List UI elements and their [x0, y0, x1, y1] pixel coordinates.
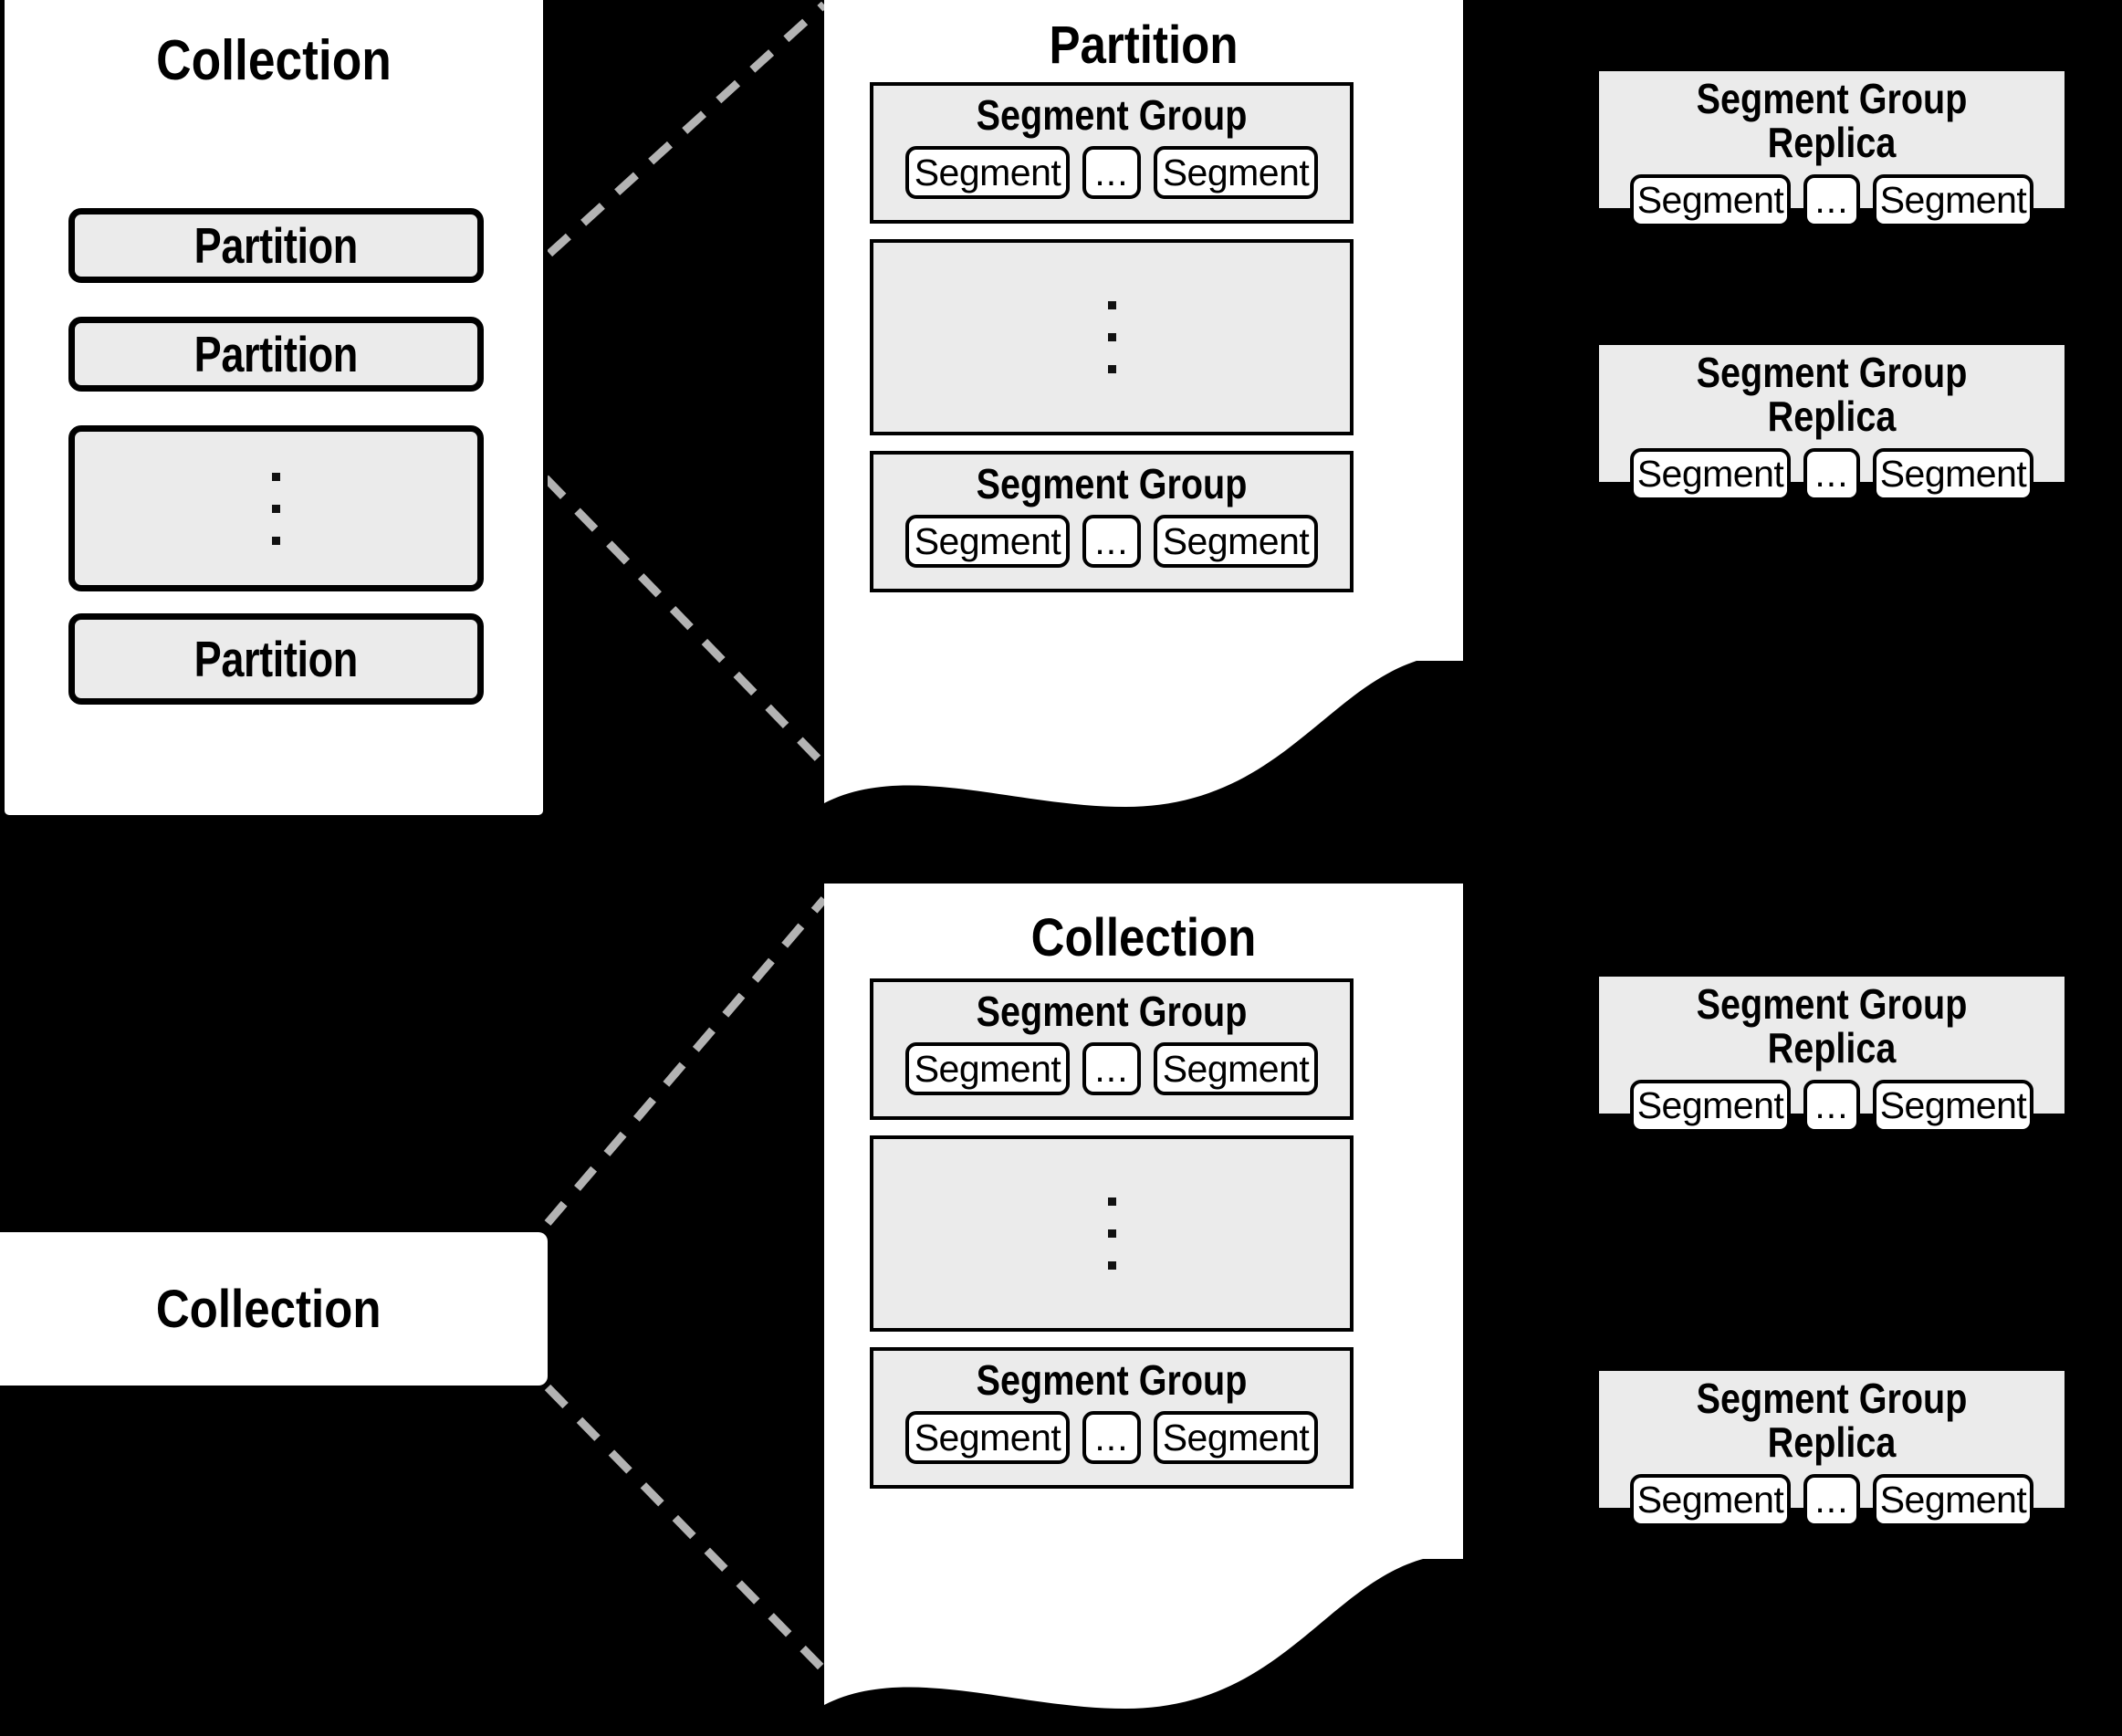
segment-ellipsis-box: ... — [1082, 1042, 1141, 1096]
segment-group-replica-title: Segment Group Replica — [1696, 1375, 1968, 1467]
segment-group-title: Segment Group — [976, 1356, 1248, 1404]
segment-group-replica-title: Segment Group Replica — [1696, 75, 1968, 167]
segment-group[interactable]: Segment Group Segment ... Segment — [870, 82, 1354, 224]
segment-group-replica[interactable]: Segment Group Replica Segment ... Segmen… — [1599, 71, 2065, 227]
segment-box[interactable]: Segment — [1630, 173, 1791, 227]
partition-label: Partition — [193, 326, 359, 382]
segment-box[interactable]: Segment — [1154, 515, 1318, 569]
segment-group-replica[interactable]: Segment Group Replica Segment ... Segmen… — [1599, 1371, 2065, 1527]
torn-edge — [824, 1532, 1463, 1709]
partition-label: Partition — [193, 217, 359, 274]
segment-group-replica[interactable]: Segment Group Replica Segment ... Segmen… — [1599, 977, 2065, 1133]
segment-group-ellipsis-block — [870, 239, 1354, 435]
segment-group[interactable]: Segment Group Segment ... Segment — [870, 978, 1354, 1120]
vertical-ellipsis-icon — [1107, 301, 1116, 373]
segment-ellipsis-box: ... — [1803, 1079, 1860, 1133]
segment-group[interactable]: Segment Group Segment ... Segment — [870, 1347, 1354, 1489]
segment-box[interactable]: Segment — [905, 1411, 1070, 1465]
segment-box[interactable]: Segment — [905, 1042, 1070, 1096]
segment-row: Segment ... Segment — [1599, 173, 2065, 227]
segment-row: Segment ... Segment — [1599, 1079, 2065, 1133]
segment-ellipsis-box: ... — [1803, 1473, 1860, 1527]
segment-group-title: Segment Group — [976, 460, 1248, 507]
bottom-collection-chip-label: Collection — [155, 1279, 382, 1339]
segment-box[interactable]: Segment — [1154, 146, 1318, 200]
bottom-collection-chip[interactable]: Collection — [0, 1232, 548, 1386]
collection-sheet-title: Collection — [1030, 908, 1257, 967]
segment-box[interactable]: Segment — [1630, 1473, 1791, 1527]
vertical-ellipsis-icon — [272, 472, 280, 545]
vertical-ellipsis-icon — [1107, 1197, 1116, 1270]
segment-box[interactable]: Segment — [1630, 1079, 1791, 1133]
segment-group-ellipsis-block — [870, 1135, 1354, 1332]
segment-group-replica-title: Segment Group Replica — [1696, 980, 1968, 1072]
left-collection-title: Collection — [156, 29, 392, 92]
segment-ellipsis-box: ... — [1803, 447, 1860, 501]
segment-ellipsis-box: ... — [1082, 146, 1141, 200]
partition-row[interactable]: Partition — [68, 317, 484, 392]
segment-group-title: Segment Group — [976, 91, 1248, 139]
segment-row: Segment ... Segment — [873, 1042, 1350, 1096]
collection-detail-sheet[interactable]: Collection Segment Group Segment ... Seg… — [824, 884, 1463, 1732]
segment-box[interactable]: Segment — [905, 515, 1070, 569]
segment-group-title: Segment Group — [976, 988, 1248, 1035]
segment-group-replica[interactable]: Segment Group Replica Segment ... Segmen… — [1599, 345, 2065, 501]
segment-ellipsis-box: ... — [1082, 1411, 1141, 1465]
partition-row[interactable]: Partition — [68, 208, 484, 283]
partition-sheet-title: Partition — [1049, 16, 1239, 75]
segment-box[interactable]: Segment — [1154, 1042, 1318, 1096]
segment-row: Segment ... Segment — [873, 515, 1350, 569]
segment-row: Segment ... Segment — [1599, 1473, 2065, 1527]
segment-box[interactable]: Segment — [1873, 1473, 2033, 1527]
segment-box[interactable]: Segment — [1873, 1079, 2033, 1133]
segment-ellipsis-box: ... — [1803, 173, 1860, 227]
partition-detail-sheet[interactable]: Partition Segment Group Segment ... Segm… — [824, 0, 1463, 821]
torn-edge — [824, 633, 1463, 807]
segment-ellipsis-box: ... — [1082, 515, 1141, 569]
segment-row: Segment ... Segment — [1599, 447, 2065, 501]
partition-row-ellipsis — [68, 425, 484, 591]
segment-box[interactable]: Segment — [1630, 447, 1791, 501]
partition-row[interactable]: Partition — [68, 613, 484, 705]
partition-label: Partition — [193, 631, 359, 687]
segment-box[interactable]: Segment — [1873, 173, 2033, 227]
segment-group-replica-title: Segment Group Replica — [1696, 349, 1968, 441]
segment-box[interactable]: Segment — [905, 146, 1070, 200]
segment-row: Segment ... Segment — [873, 146, 1350, 200]
segment-row: Segment ... Segment — [873, 1411, 1350, 1465]
segment-group[interactable]: Segment Group Segment ... Segment — [870, 451, 1354, 592]
segment-box[interactable]: Segment — [1873, 447, 2033, 501]
segment-box[interactable]: Segment — [1154, 1411, 1318, 1465]
